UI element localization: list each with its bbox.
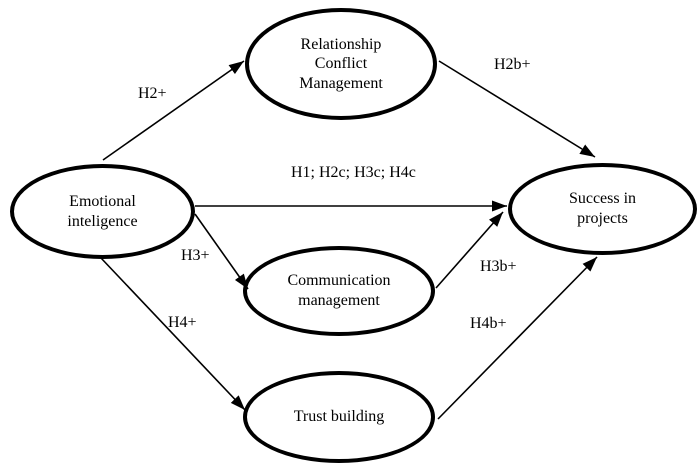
node-emotional-intelligence: Emotional inteligence (10, 164, 195, 259)
node-label-line: Conflict (314, 55, 368, 73)
edge-label-h4: H4+ (168, 314, 197, 331)
node-label-line: Relationship (300, 35, 382, 53)
edge-label-h4b: H4b+ (470, 315, 507, 332)
node-label-line: projects (577, 210, 628, 227)
node-label-line: Success in (568, 190, 637, 208)
node-label-line: Management (299, 74, 383, 92)
edge-label-h2: H2+ (138, 85, 167, 102)
node-label-line: Emotional (69, 192, 136, 210)
edge-label-h2b: H2b+ (494, 56, 531, 73)
arrow-h4-emotional-to-trust (100, 257, 246, 411)
node-success-in-projects: Success in projects (508, 163, 697, 255)
node-communication-management: Communication management (243, 246, 435, 336)
arrow-h2-emotional-to-relationship (102, 60, 245, 161)
arrow-h4b-trust-to-success (437, 256, 598, 420)
node-relationship-conflict-management: Relationship Conflict Management (245, 8, 437, 120)
edge-label-h3: H3+ (181, 247, 210, 264)
arrow-h3b-communication-to-success (435, 211, 504, 289)
node-trust-building: Trust building (243, 371, 435, 463)
arrow-h2b-relationship-to-success (438, 60, 596, 158)
edge-label-h1: H1; H2c; H3c; H4c (291, 164, 416, 181)
node-label-line: inteligence (67, 212, 138, 230)
node-label-line: Trust building (293, 408, 385, 426)
edge-label-h3b: H3b+ (480, 258, 517, 275)
node-label-line: Communication (287, 272, 391, 290)
node-label-line: management (298, 292, 380, 309)
